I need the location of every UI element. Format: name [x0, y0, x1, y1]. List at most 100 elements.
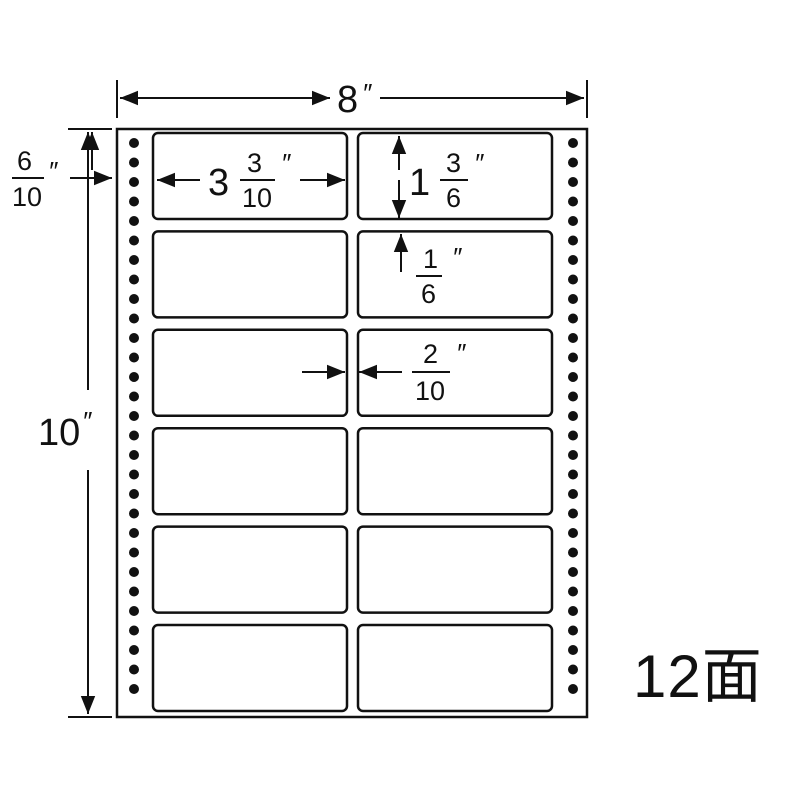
top-margin-numerator: 6	[17, 146, 32, 176]
sprocket-hole	[129, 664, 139, 675]
sprocket-hole	[568, 508, 578, 519]
sprocket-hole	[568, 411, 578, 421]
sprocket-hole	[568, 664, 578, 675]
label-r5-c1	[151, 525, 349, 614]
sprocket-hole	[568, 528, 578, 538]
label-width-whole: 3	[208, 162, 229, 204]
label-r5-c2	[356, 525, 554, 614]
label-grid	[151, 131, 554, 713]
sprocket-hole	[129, 216, 139, 226]
label-height-whole: 1	[409, 162, 430, 204]
sprocket-hole	[568, 216, 578, 226]
label-height-numerator: 3	[446, 148, 461, 178]
sprocket-hole	[129, 391, 139, 402]
label-r3-c2	[356, 328, 554, 418]
label-width-inch-mark: ″	[281, 148, 291, 178]
sprocket-hole	[129, 177, 139, 187]
label-r4-c1	[151, 426, 349, 516]
label-width-denominator: 10	[242, 183, 272, 213]
sprocket-hole	[568, 489, 578, 499]
sprocket-hole	[568, 352, 578, 363]
sprocket-hole	[568, 313, 578, 324]
sprocket-hole	[129, 138, 139, 148]
sprocket-hole	[568, 586, 578, 597]
sprocket-hole	[129, 157, 139, 168]
column-gap-inch-mark: ″	[456, 338, 466, 368]
top-margin-inch-mark: ″	[48, 156, 58, 186]
sprocket-hole	[568, 450, 578, 460]
sprocket-hole	[568, 645, 578, 655]
row-gap-numerator: 1	[423, 244, 438, 274]
sprocket-hole	[129, 528, 139, 538]
sprocket-hole	[129, 489, 139, 499]
sprocket-hole	[129, 255, 139, 265]
sheet-outline	[115, 127, 589, 719]
label-height-inch-mark: ″	[474, 148, 484, 178]
sprocket-hole	[129, 469, 139, 480]
sprocket-hole	[568, 157, 578, 168]
label-r2-c2	[356, 230, 554, 319]
label-r4-c2	[356, 426, 554, 516]
column-gap-denominator: 10	[415, 376, 445, 406]
label-r6-c2	[356, 623, 554, 713]
right-sprocket-holes	[568, 138, 578, 694]
column-gap-numerator: 2	[423, 339, 438, 369]
top-margin-denominator: 10	[12, 182, 42, 212]
sprocket-hole	[568, 430, 578, 441]
sheet-height-value: 10	[38, 412, 80, 454]
sprocket-hole	[129, 586, 139, 597]
sheet-width-value: 8	[337, 79, 358, 121]
label-width-numerator: 3	[247, 148, 262, 178]
sprocket-hole	[129, 294, 139, 304]
sheet-height-inch-mark: ″	[82, 406, 92, 436]
sprocket-hole	[568, 372, 578, 382]
sprocket-hole	[568, 547, 578, 558]
label-r3-c1	[151, 328, 349, 418]
width-dimension	[116, 80, 588, 118]
row-gap-inch-mark: ″	[452, 242, 462, 272]
sheet-width-inch-mark: ″	[362, 78, 372, 108]
sprocket-hole	[129, 333, 139, 343]
sprocket-hole	[129, 684, 139, 694]
row-gap-denominator: 6	[421, 279, 436, 309]
sprocket-hole	[568, 138, 578, 148]
sprocket-hole	[568, 684, 578, 694]
sprocket-hole	[568, 255, 578, 265]
sprocket-hole	[129, 606, 139, 616]
sprocket-hole	[129, 450, 139, 460]
sprocket-hole	[568, 567, 578, 577]
sprocket-hole	[129, 625, 139, 636]
top-margin-dimension	[70, 132, 112, 186]
sprocket-hole	[129, 430, 139, 441]
left-sprocket-holes	[129, 138, 139, 694]
sprocket-hole	[129, 372, 139, 382]
label-height-denominator: 6	[446, 183, 461, 213]
sprocket-hole	[129, 567, 139, 577]
sprocket-hole	[568, 391, 578, 402]
sprocket-hole	[568, 274, 578, 285]
sprocket-hole	[568, 606, 578, 616]
sprocket-hole	[568, 625, 578, 636]
sprocket-hole	[568, 196, 578, 207]
sprocket-hole	[568, 235, 578, 246]
sprocket-hole	[129, 196, 139, 207]
sprocket-hole	[568, 177, 578, 187]
label-count-text: 12面	[633, 643, 763, 710]
height-dimension	[68, 128, 112, 718]
label-r1-c2	[356, 131, 554, 221]
sprocket-hole	[568, 333, 578, 343]
sprocket-hole	[129, 274, 139, 285]
sprocket-hole	[129, 352, 139, 363]
label-r2-c1	[151, 230, 349, 319]
sprocket-hole	[129, 411, 139, 421]
label-r1-c1	[151, 131, 349, 221]
label-r6-c1	[151, 623, 349, 713]
sprocket-hole	[568, 469, 578, 480]
sprocket-hole	[129, 235, 139, 246]
sprocket-hole	[129, 313, 139, 324]
sprocket-hole	[129, 547, 139, 558]
sprocket-hole	[568, 294, 578, 304]
sprocket-hole	[129, 645, 139, 655]
sprocket-hole	[129, 508, 139, 519]
